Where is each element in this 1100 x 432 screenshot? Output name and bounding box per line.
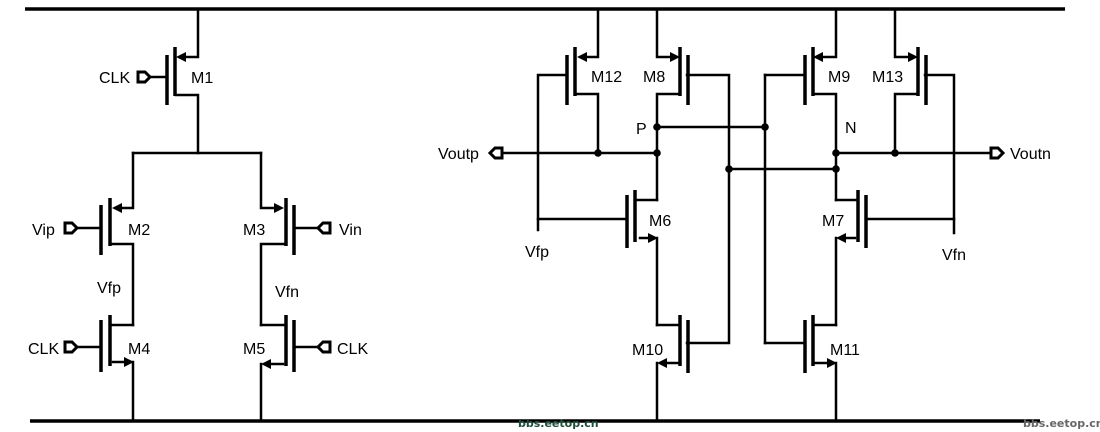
- cross-coupling-wires: [655, 73, 838, 345]
- transistor-m13: [893, 7, 956, 235]
- label-clk-m1: CLK: [99, 70, 130, 87]
- voutn-port: [989, 146, 1006, 160]
- label-vfn-right: Vfn: [942, 247, 966, 264]
- label-clk-m4: CLK: [28, 341, 59, 358]
- transistor-m11: [763, 315, 838, 423]
- label-m1: M1: [191, 70, 213, 87]
- label-vip: Vip: [32, 222, 55, 239]
- watermark-left: bbs.eetop.cn: [518, 417, 599, 430]
- label-m2: M2: [128, 222, 150, 239]
- label-n: N: [845, 120, 857, 137]
- label-m3: M3: [243, 222, 265, 239]
- label-m8: M8: [643, 69, 665, 86]
- watermark-right: bbs.eetop.cn: [1023, 417, 1100, 430]
- label-m7: M7: [822, 213, 844, 230]
- label-vfp-right: Vfp: [525, 244, 549, 261]
- label-vfn-left: Vfn: [275, 284, 299, 301]
- label-m5: M5: [243, 341, 265, 358]
- label-m10: M10: [632, 342, 663, 359]
- label-m11: M11: [830, 342, 860, 359]
- transistor-m4: [76, 315, 135, 423]
- transistor-m3: [259, 151, 320, 327]
- clk-port-m5: [315, 340, 332, 354]
- label-m6: M6: [649, 213, 671, 230]
- label-m9: M9: [828, 69, 850, 86]
- transistor-m12: [536, 7, 600, 232]
- vin-port: [315, 221, 332, 235]
- label-m12: M12: [591, 69, 622, 86]
- voutp-port: [487, 146, 504, 160]
- transistor-m2: [76, 151, 135, 327]
- label-vin: Vin: [339, 222, 362, 239]
- label-voutn: Voutn: [1010, 146, 1051, 163]
- junction-dots: [594, 123, 899, 173]
- transistor-m6: [536, 190, 659, 327]
- transistor-m10: [655, 315, 690, 423]
- transistor-m5: [259, 315, 320, 423]
- clk-port-m4: [63, 340, 80, 354]
- vip-port: [63, 221, 80, 235]
- transistor-m7: [834, 190, 956, 327]
- label-vfp-left: Vfp: [97, 280, 121, 297]
- transistor-m1: [148, 7, 200, 155]
- transistor-m9: [763, 7, 838, 202]
- clk-port-m1: [136, 70, 153, 84]
- label-m13: M13: [872, 69, 903, 86]
- label-m4: M4: [128, 341, 150, 358]
- transistor-m8: [655, 7, 731, 345]
- label-clk-m5: CLK: [337, 341, 368, 358]
- label-p: P: [636, 121, 647, 138]
- label-voutp: Voutp: [438, 146, 479, 163]
